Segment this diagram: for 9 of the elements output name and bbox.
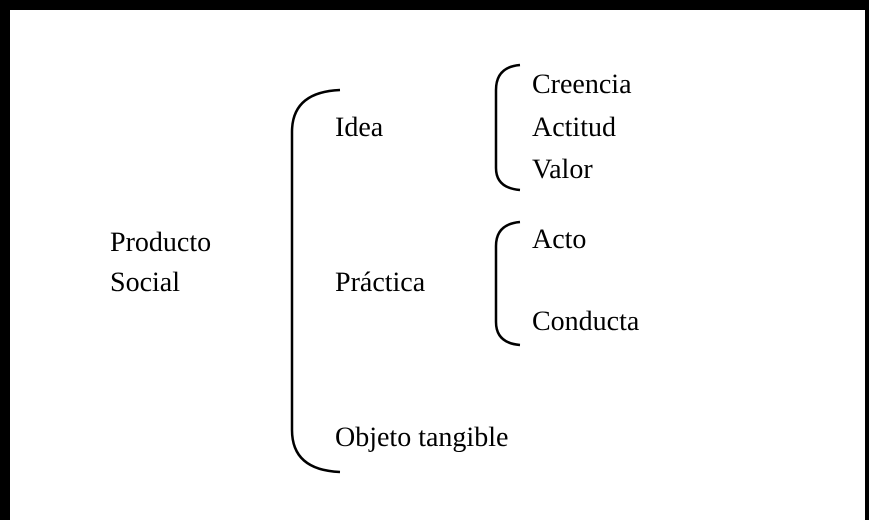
term-label: Idea — [335, 111, 384, 145]
term-label: Práctica — [335, 266, 426, 300]
term-label: Actitud — [532, 111, 616, 145]
term-label: Creencia — [532, 68, 632, 102]
term-label: Valor — [532, 153, 593, 187]
term-label: Objeto tangible — [335, 421, 508, 455]
term-label: Acto — [532, 223, 586, 257]
term-label: Producto Social — [110, 226, 212, 300]
term-label: Conducta — [532, 305, 640, 339]
